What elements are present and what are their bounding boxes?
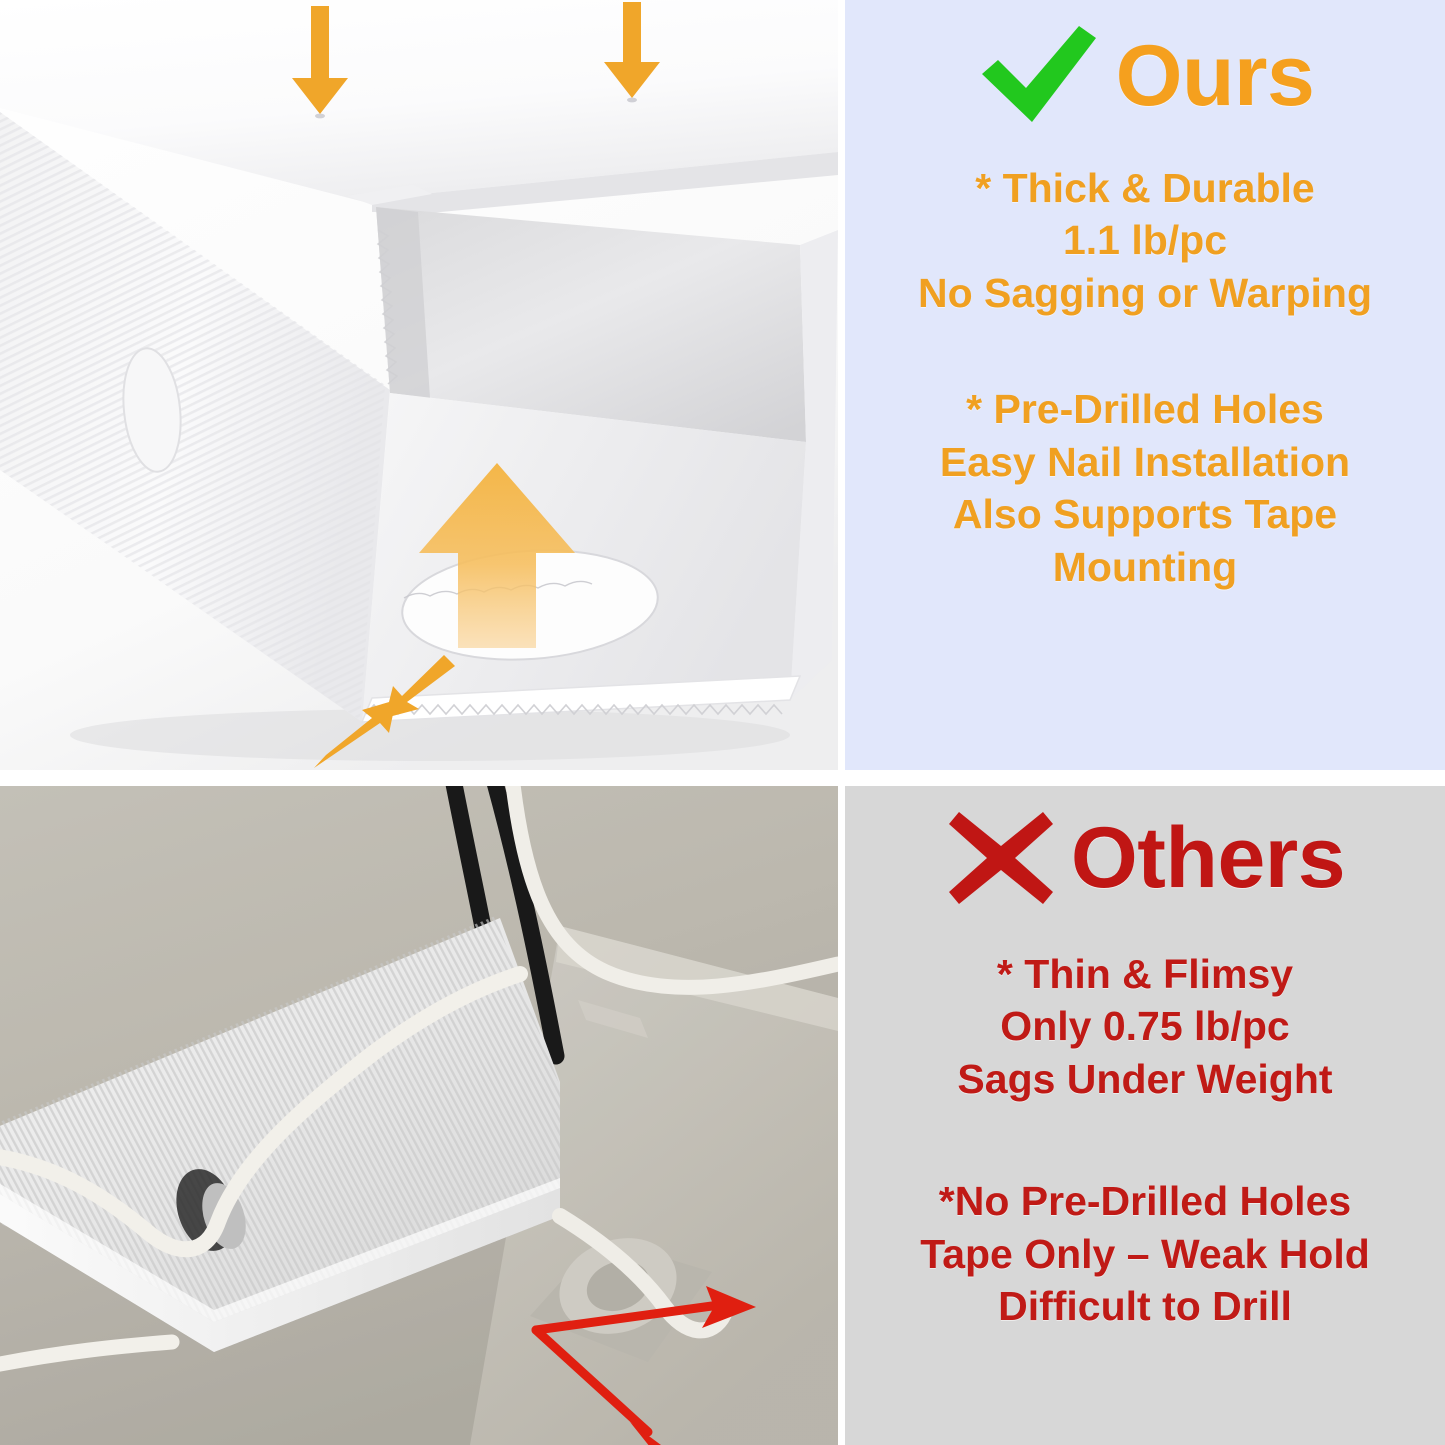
raceway-illustration bbox=[0, 0, 838, 770]
arrow-down-hole-right-icon bbox=[604, 2, 660, 98]
arrow-diag-wall-thickness-a-icon bbox=[385, 655, 455, 718]
arrow-sag-right-icon bbox=[531, 1301, 717, 1335]
ours-title: Ours bbox=[1115, 28, 1315, 124]
pre-drilled-hole-left bbox=[315, 113, 325, 119]
arrow-sag-down-right-head bbox=[630, 1422, 661, 1445]
ours-bullets-group-1: * Thick & Durable 1.1 lb/pc No Sagging o… bbox=[845, 162, 1445, 319]
product-photo-others bbox=[0, 786, 838, 1445]
ours-bullets-group-2: * Pre-Drilled Holes Easy Nail Installati… bbox=[845, 383, 1445, 593]
competitor-raceway-photo bbox=[0, 786, 838, 1445]
ours-bullet: No Sagging or Warping bbox=[917, 269, 1372, 316]
ours-bullet: Easy Nail Installation bbox=[939, 438, 1351, 485]
white-cable-upper bbox=[505, 786, 838, 995]
others-bullet: Only 0.75 lb/pc bbox=[1000, 1003, 1290, 1050]
ours-bullet: Mounting bbox=[1052, 543, 1238, 590]
pre-drilled-hole-right bbox=[627, 97, 637, 103]
others-heading: Others bbox=[845, 786, 1445, 908]
arrow-sag-down-right-icon bbox=[531, 1325, 653, 1437]
ours-bullet: 1.1 lb/pc bbox=[1062, 217, 1228, 264]
white-cable-lower bbox=[0, 1334, 180, 1372]
arrow-sag-right-head bbox=[702, 1286, 756, 1328]
others-bullets-group-1: * Thin & Flimsy Only 0.75 lb/pc Sags Und… bbox=[845, 948, 1445, 1105]
others-bullet: Difficult to Drill bbox=[998, 1283, 1292, 1330]
ours-bullet: Also Supports Tape bbox=[952, 491, 1338, 538]
others-bullets-group-2: *No Pre-Drilled Holes Tape Only – Weak H… bbox=[845, 1175, 1445, 1332]
ours-bullet: * Pre-Drilled Holes bbox=[966, 386, 1324, 433]
others-title: Others bbox=[1070, 810, 1346, 906]
arrow-up-interior-icon bbox=[419, 463, 575, 648]
x-icon bbox=[948, 812, 1053, 904]
others-bullet: Tape Only – Weak Hold bbox=[920, 1230, 1370, 1277]
others-bullet: *No Pre-Drilled Holes bbox=[938, 1178, 1352, 1225]
white-cable-loop bbox=[0, 966, 528, 1258]
ours-bullet: * Thick & Durable bbox=[975, 165, 1315, 211]
ours-panel: Ours * Thick & Durable 1.1 lb/pc No Sagg… bbox=[845, 0, 1445, 770]
white-cable-through-clip bbox=[552, 1208, 732, 1339]
product-render-ours bbox=[0, 0, 838, 770]
others-panel: Others * Thin & Flimsy Only 0.75 lb/pc S… bbox=[845, 786, 1445, 1445]
ours-heading: Ours bbox=[845, 0, 1445, 128]
others-bullet: Sags Under Weight bbox=[957, 1055, 1333, 1102]
arrow-down-hole-left-icon bbox=[292, 6, 348, 114]
arrow-diag-wall-thickness-b-icon bbox=[314, 700, 396, 768]
others-bullet: * Thin & Flimsy bbox=[996, 951, 1294, 997]
check-icon bbox=[981, 26, 1096, 122]
